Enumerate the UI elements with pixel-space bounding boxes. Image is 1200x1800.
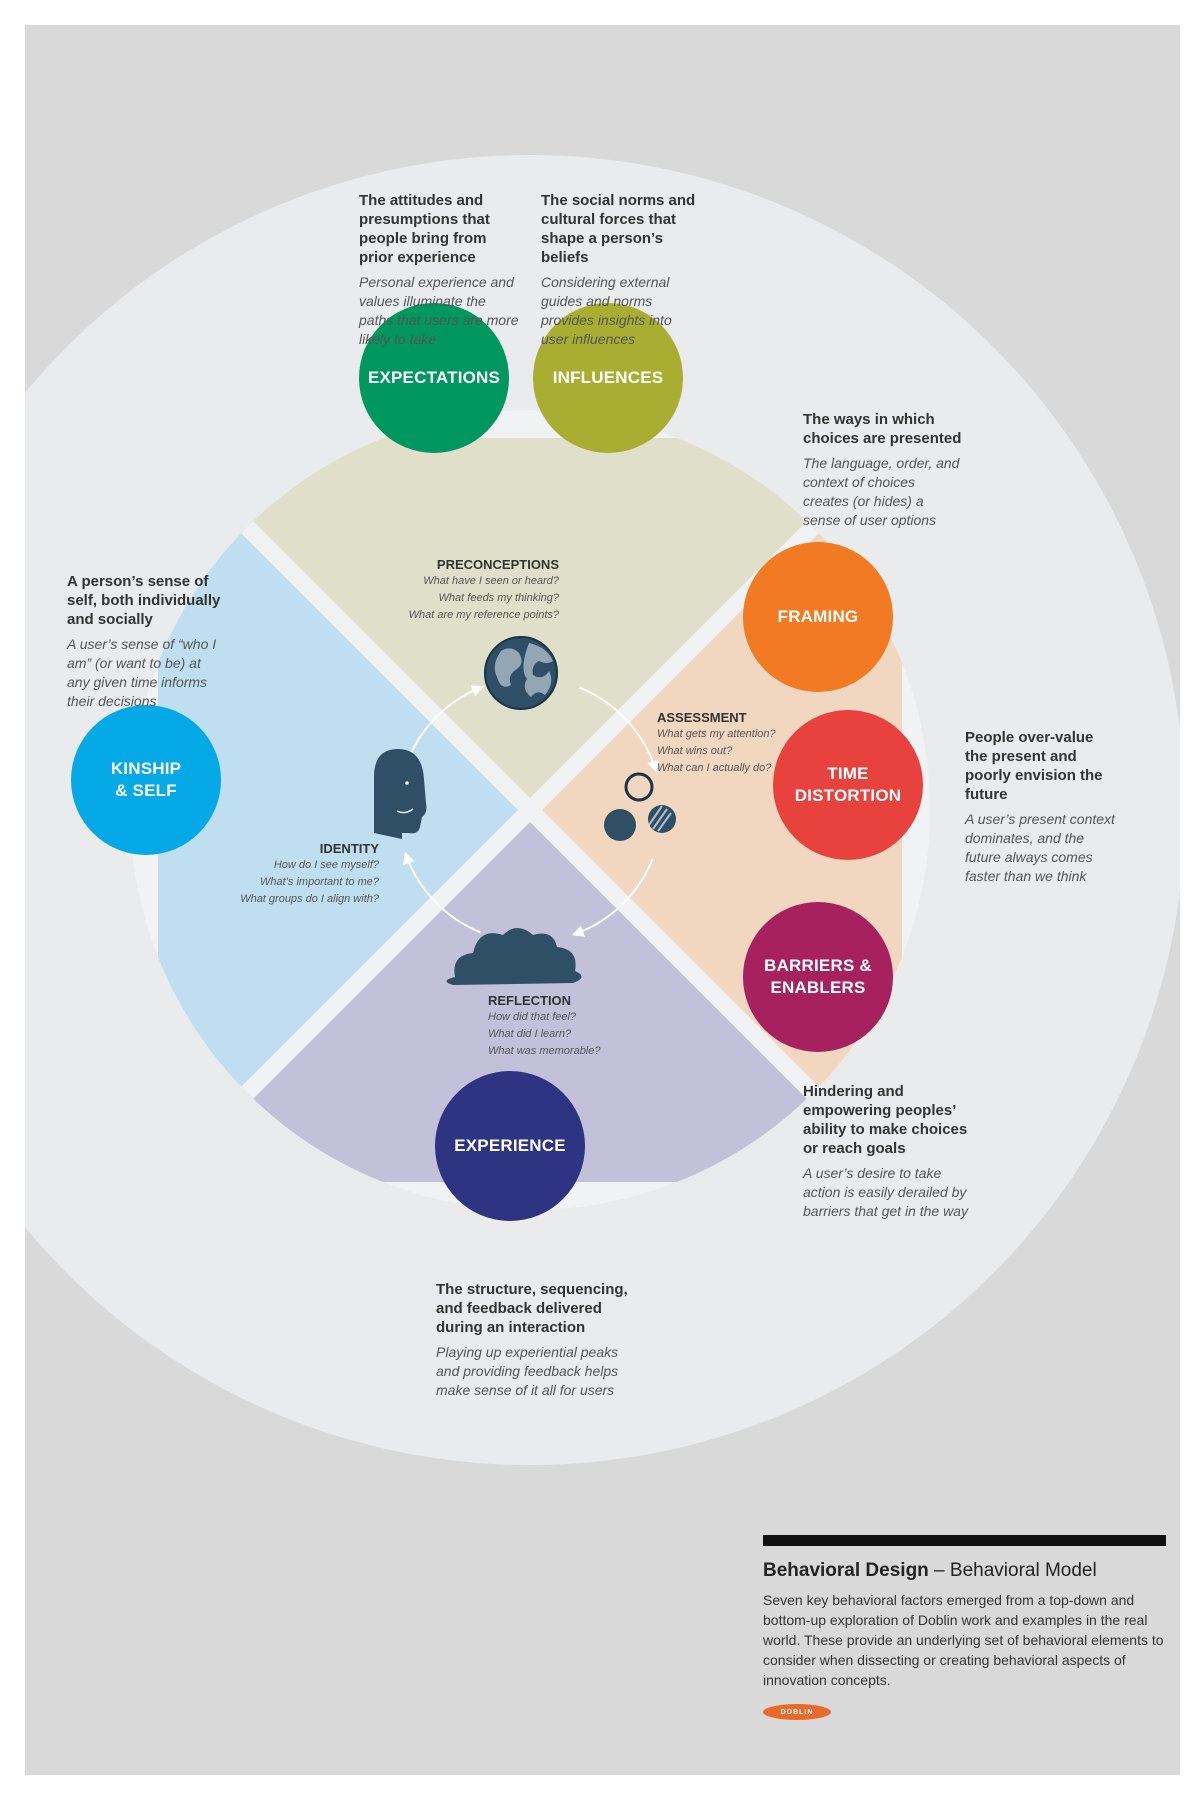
head-icon xyxy=(374,749,427,839)
influences-description: The social norms and cultural forces tha… xyxy=(541,192,696,266)
poster: EXPECTATIONS INFLUENCES FRAMING TIME DIS… xyxy=(25,25,1180,1775)
identity-question-3: What groups do I align with? xyxy=(240,893,379,905)
cycle-arrow-assessment-to-reflection xyxy=(571,859,654,937)
time-distortion-label: TIME DISTORTION xyxy=(794,764,902,805)
cycle-arrow-reflection-to-identity xyxy=(403,851,481,934)
kinship-self-text: A person’s sense of self, both individua… xyxy=(67,572,227,711)
experience-circle: EXPERIENCE xyxy=(435,1071,585,1221)
preconceptions-question-1: What have I seen or heard? xyxy=(423,575,559,587)
reflection-title: REFLECTION xyxy=(488,993,572,1008)
barriers-enablers-detail: A user’s desire to take action is easily… xyxy=(803,1165,968,1219)
kinship-self-description: A person’s sense of self, both individua… xyxy=(67,573,221,628)
doblin-logo: DOBLIN xyxy=(763,1704,831,1720)
identity-question-1: How do I see myself? xyxy=(273,859,379,871)
identity-quadrant xyxy=(158,450,518,1170)
footer-title: Behavioral Design – Behavioral Model xyxy=(763,1560,1166,1582)
expectations-detail: Personal experience and values illuminat… xyxy=(359,274,519,347)
framing-description: The ways in which choices are presented xyxy=(803,411,962,447)
cycle-arrows xyxy=(403,685,659,937)
footer-rule xyxy=(763,1535,1166,1546)
framing-circle: FRAMING xyxy=(743,542,893,692)
reflection-stage: REFLECTION How did that feel? What did I… xyxy=(488,993,668,1060)
time-distortion-text: People over-value the present and poorly… xyxy=(965,728,1115,886)
influences-label: INFLUENCES xyxy=(552,368,664,387)
footer-description: Seven key behavioral factors emerged fro… xyxy=(763,1592,1164,1688)
experience-detail: Playing up experiential peaks and provid… xyxy=(436,1344,619,1398)
preconceptions-title: PRECONCEPTIONS xyxy=(436,557,559,572)
kinship-self-label: KINSHIP & SELF xyxy=(110,759,182,800)
experience-label: EXPERIENCE xyxy=(454,1136,566,1155)
time-distortion-description: People over-value the present and poorly… xyxy=(965,729,1103,803)
influences-detail: Considering external guides and norms pr… xyxy=(541,274,672,347)
kinship-self-circle: KINSHIP & SELF xyxy=(71,705,221,855)
barriers-enablers-circle: BARRIERS & ENABLERS xyxy=(743,902,893,1052)
time-distortion-circle: TIME DISTORTION xyxy=(773,710,923,860)
preconceptions-question-2: What feeds my thinking? xyxy=(438,592,559,604)
expectations-description: The attitudes and presumptions that peop… xyxy=(359,192,490,266)
expectations-circle: EXPECTATIONS xyxy=(359,303,509,453)
footer: Behavioral Design – Behavioral Model Sev… xyxy=(763,1535,1166,1720)
framing-text: The ways in which choices are presented … xyxy=(803,410,963,530)
experience-text: The structure, sequencing, and feedback … xyxy=(436,1280,636,1400)
preconceptions-stage: PRECONCEPTIONS What have I seen or heard… xyxy=(359,557,559,624)
footer-title-bold: Behavioral Design xyxy=(763,1560,929,1581)
experience-description: The structure, sequencing, and feedback … xyxy=(436,1281,628,1336)
reflection-question-3: What was memorable? xyxy=(488,1045,601,1057)
globe-icon xyxy=(484,636,558,710)
expectations-label: EXPECTATIONS xyxy=(367,368,501,387)
barriers-enablers-label: BARRIERS & ENABLERS xyxy=(764,956,872,997)
doblin-logo-text: DOBLIN xyxy=(780,1708,814,1716)
expectations-text: The attitudes and presumptions that peop… xyxy=(359,191,519,349)
reflection-quadrant xyxy=(170,822,890,1182)
identity-title: IDENTITY xyxy=(319,841,379,856)
influences-text: The social norms and cultural forces tha… xyxy=(541,191,701,349)
kinship-self-detail: A user’s sense of “who I am” (or want to… xyxy=(67,636,217,709)
time-distortion-detail: A user’s present context dominates, and … xyxy=(965,811,1115,884)
assessment-question-3: What can I actually do? xyxy=(657,762,772,774)
identity-question-2: What’s important to me? xyxy=(259,876,379,888)
cycle-arrow-preconceptions-to-assessment xyxy=(579,686,659,773)
barriers-enablers-text: Hindering and empowering peoples’ abilit… xyxy=(803,1082,968,1221)
assessment-circles-icon xyxy=(604,772,676,841)
reflection-question-1: How did that feel? xyxy=(488,1011,577,1023)
influences-circle: INFLUENCES xyxy=(533,303,683,453)
reflection-question-2: What did I learn? xyxy=(488,1028,572,1040)
inner-disc xyxy=(130,410,930,1210)
assessment-stage: ASSESSMENT What gets my attention? What … xyxy=(657,710,837,777)
framing-label: FRAMING xyxy=(777,607,859,626)
preconceptions-quadrant xyxy=(170,438,890,798)
barriers-enablers-description: Hindering and empowering peoples’ abilit… xyxy=(803,1083,968,1157)
cloud-icon xyxy=(446,928,582,985)
assessment-question-2: What wins out? xyxy=(657,745,733,757)
framing-detail: The language, order, and context of choi… xyxy=(803,455,960,528)
assessment-question-1: What gets my attention? xyxy=(657,728,776,740)
footer-title-rest: – Behavioral Model xyxy=(928,1560,1097,1581)
preconceptions-question-3: What are my reference points? xyxy=(408,609,559,621)
identity-stage: IDENTITY How do I see myself? What’s imp… xyxy=(205,841,379,908)
assessment-title: ASSESSMENT xyxy=(657,710,747,725)
